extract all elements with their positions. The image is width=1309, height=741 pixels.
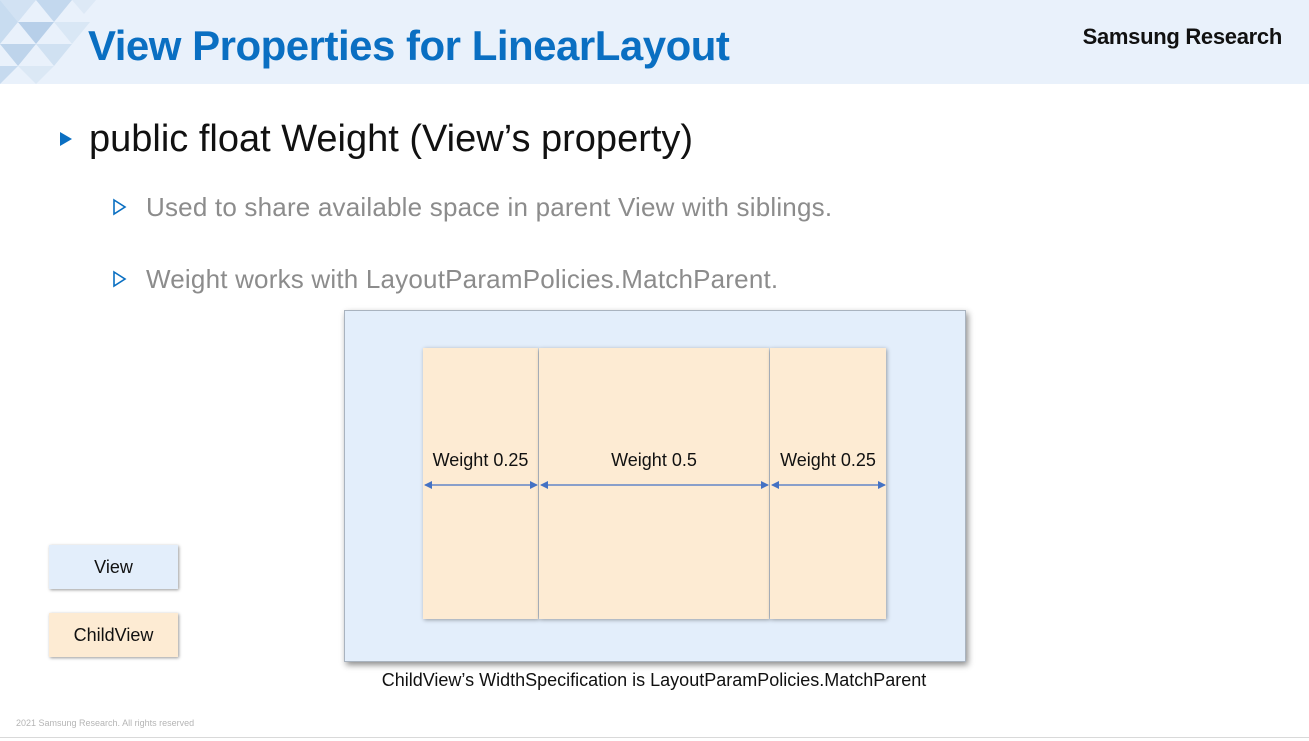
sub-bullet: Weight works with LayoutParamPolicies.Ma… [112,262,778,296]
filled-triangle-icon [60,132,72,146]
sub-bullet-text: Used to share available space in parent … [146,191,833,222]
weight-label: Weight 0.25 [780,450,876,470]
legend-view: View [49,545,178,589]
main-bullet: public float Weight (View’s property) [60,116,693,162]
sub-bullet-text: Weight works with LayoutParamPolicies.Ma… [146,263,779,294]
outline-triangle-icon [113,270,127,288]
weight-label: Weight 0.25 [432,450,529,470]
main-bullet-text: public float Weight (View’s property) [89,117,694,160]
weight-label: Weight 0.5 [611,450,697,470]
diagram-caption: ChildView’s WidthSpecification is Layout… [381,670,927,690]
child-view-box [539,348,769,619]
page-title: View Properties for LinearLayout [88,22,730,69]
brand-logo: Samsung Research [1082,24,1283,49]
child-view-box [423,348,538,619]
header-band [0,0,1309,84]
footer-copyright: 2021 Samsung Research. All rights reserv… [16,718,195,728]
corner-decoration-icon [0,0,96,84]
legend-childview: ChildView [49,613,178,657]
bottom-divider [0,737,1309,738]
sub-bullet: Used to share available space in parent … [112,190,832,224]
outline-triangle-icon [113,198,127,216]
child-view-box [770,348,886,619]
